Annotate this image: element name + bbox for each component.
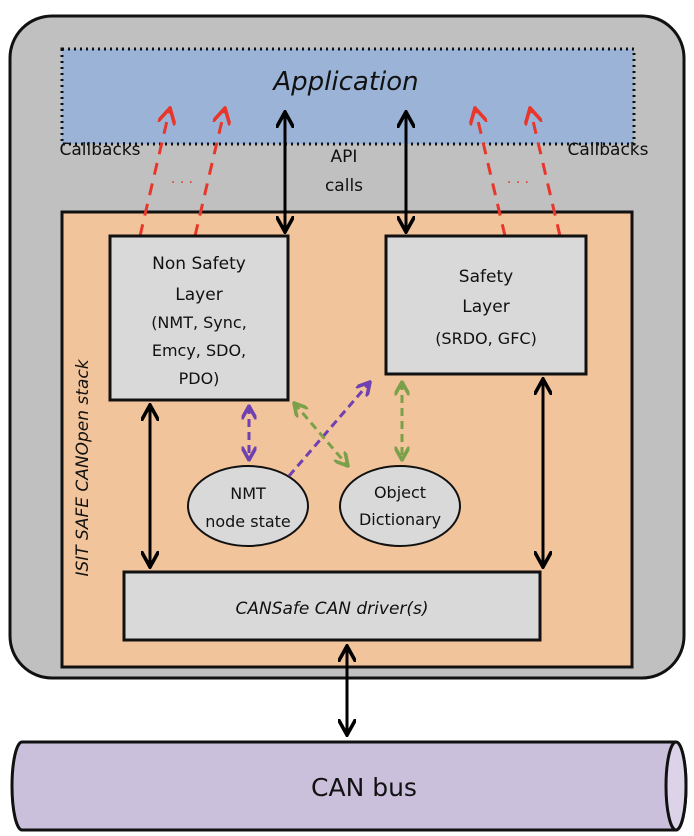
callback-dots: . . . xyxy=(171,171,193,187)
nmt-line: node state xyxy=(205,512,291,531)
callbacks-label-left: Callbacks xyxy=(60,140,141,160)
non-safety-layer-box xyxy=(108,234,290,402)
non-safety-line: PDO) xyxy=(179,369,220,388)
non-safety-line: Non Safety xyxy=(152,254,246,274)
safety-line: Layer xyxy=(462,297,509,317)
callback-dots: . . . xyxy=(507,171,529,187)
can-driver-label: CANSafe CAN driver(s) xyxy=(235,599,428,619)
nmt-node-state-ellipse xyxy=(187,465,309,547)
nmt-line: NMT xyxy=(230,484,266,503)
callbacks-label-right: Callbacks xyxy=(568,140,649,160)
od-nonsafety-arrow xyxy=(294,403,348,466)
od-line: Dictionary xyxy=(359,510,441,529)
non-safety-line: (NMT, Sync, xyxy=(151,313,247,332)
od-line: Object xyxy=(374,483,426,502)
non-safety-line: Emcy, SDO, xyxy=(152,341,246,360)
safety-line: Safety xyxy=(459,267,513,287)
canopen-stack-label: ISIT SAFE CANOpen stack xyxy=(73,358,93,576)
api-label-line1: API xyxy=(331,147,358,167)
can-driver-box xyxy=(122,570,542,642)
safety-line: (SRDO, GFC) xyxy=(435,329,537,348)
can-bus-cylinder-end xyxy=(664,740,688,832)
safety-layer-box xyxy=(384,234,588,376)
callback-arrow xyxy=(475,108,507,237)
callback-arrow xyxy=(138,108,170,237)
callback-arrow xyxy=(530,108,562,237)
object-dictionary-ellipse xyxy=(339,465,461,547)
application-box xyxy=(60,47,636,146)
api-label-line2: calls xyxy=(325,176,363,196)
non-safety-line: Layer xyxy=(175,285,222,305)
application-label: Application xyxy=(271,67,418,97)
can-bus-label: CAN bus xyxy=(311,773,417,802)
callback-arrow xyxy=(193,108,225,237)
